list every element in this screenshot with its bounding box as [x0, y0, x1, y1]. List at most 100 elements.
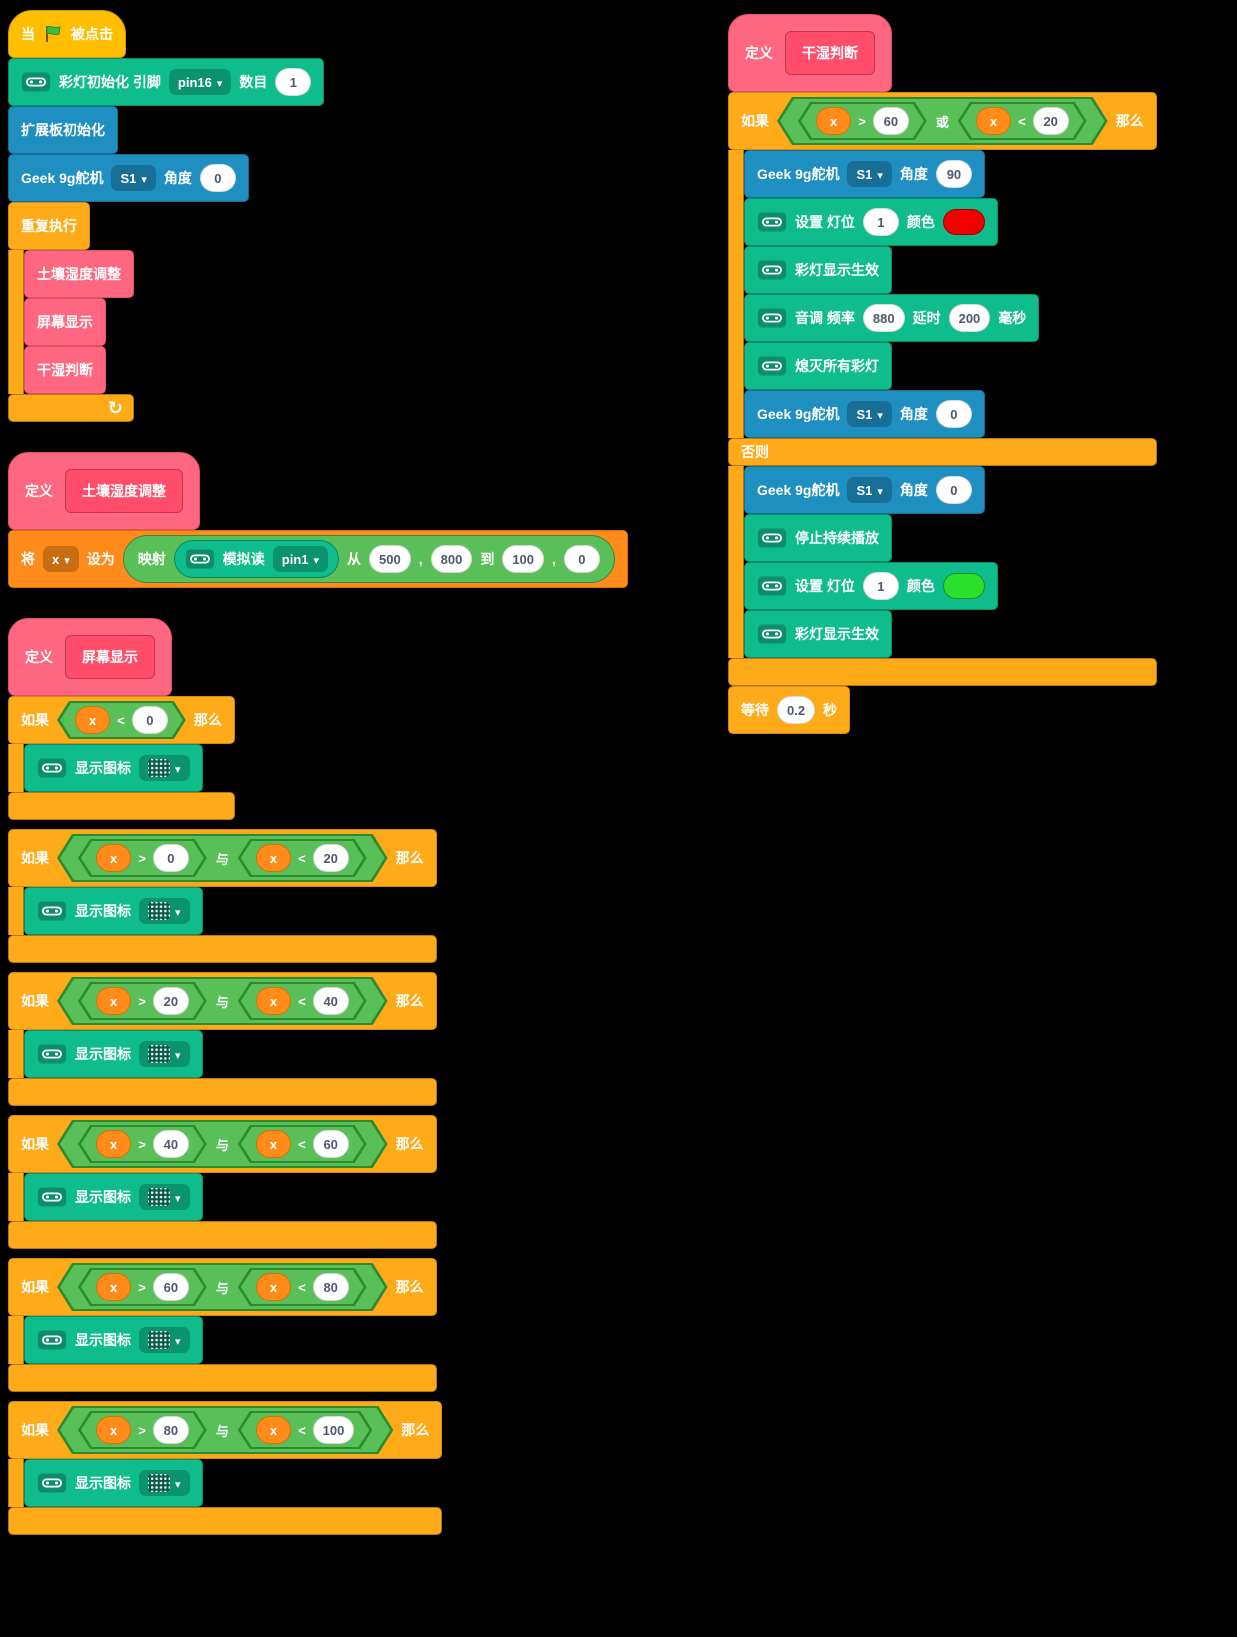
set-led-color-block[interactable]: 设置 灯位 1 颜色 [744, 198, 998, 246]
icon-dropdown[interactable] [139, 1041, 190, 1067]
greater-than-block[interactable]: x > 60 [798, 102, 927, 140]
custom-block-prototype[interactable]: 屏幕显示 [65, 635, 155, 679]
number-input[interactable]: 20 [1033, 107, 1069, 135]
led-show-block[interactable]: 彩灯显示生效 [744, 246, 892, 294]
icon-dropdown[interactable] [139, 755, 190, 781]
from-low-input[interactable]: 500 [369, 545, 411, 573]
tone-block[interactable]: 音调 频率 880 延时 200 毫秒 [744, 294, 1040, 342]
greater-than-block[interactable]: x > 60 [78, 1268, 207, 1306]
if-block[interactable]: 如果 x > 80 与 x < 100 那么 [8, 1401, 443, 1535]
angle-input[interactable]: 90 [935, 160, 972, 188]
number-input[interactable]: 0 [132, 706, 168, 734]
less-than-block[interactable]: x < 60 [238, 1125, 367, 1163]
display-icon-block[interactable]: 显示图标 [24, 887, 203, 935]
display-icon-block[interactable]: 显示图标 [24, 1030, 203, 1078]
custom-block-prototype[interactable]: 干湿判断 [785, 31, 875, 75]
call-wet-dry-judge-block[interactable]: 干湿判断 [24, 346, 106, 394]
number-input[interactable]: 60 [313, 1130, 349, 1158]
less-than-block[interactable]: x < 0 [57, 701, 186, 739]
if-header[interactable]: 如果 x > 60 或 x < 20 那么 [728, 92, 1157, 150]
c-foot[interactable] [8, 1221, 437, 1249]
servo-port-dropdown[interactable]: S1 [847, 401, 892, 427]
variable-x[interactable]: x [976, 107, 1011, 135]
variable-x[interactable]: x [96, 1416, 131, 1444]
c-foot[interactable] [8, 792, 235, 820]
delay-input[interactable]: 200 [948, 304, 991, 332]
led-index-input[interactable]: 1 [862, 208, 899, 236]
or-operator-block[interactable]: x > 60 或 x < 20 [777, 97, 1108, 145]
if-block[interactable]: 如果 x > 0 与 x < 20 那么 [8, 829, 437, 963]
variable-x[interactable]: x [256, 1273, 291, 1301]
rgb-init-block[interactable]: 彩灯初始化 引脚 pin16 数目 1 [8, 58, 325, 106]
frequency-input[interactable]: 880 [862, 304, 905, 332]
led-index-input[interactable]: 1 [862, 572, 899, 600]
pin-dropdown[interactable]: pin1 [272, 546, 329, 572]
from-high-input[interactable]: 800 [430, 545, 473, 573]
and-operator-block[interactable]: x > 60 与 x < 80 [57, 1263, 388, 1311]
display-icon-block[interactable]: 显示图标 [24, 1459, 203, 1507]
pin-dropdown[interactable]: pin16 [168, 69, 232, 95]
less-than-block[interactable]: x < 20 [238, 839, 367, 877]
to-low-input[interactable]: 100 [502, 545, 545, 573]
if-header[interactable]: 如果 x > 80 与 x < 100 那么 [8, 1401, 443, 1459]
if-else-block[interactable]: 如果 x > 60 或 x < 20 那么 [728, 92, 1157, 686]
wait-block[interactable]: 等待 0.2 秒 [728, 686, 851, 734]
servo-angle-block[interactable]: Geek 9g舵机 S1 角度 90 [744, 150, 985, 198]
c-foot[interactable] [8, 1507, 443, 1535]
number-input[interactable]: 60 [873, 107, 909, 135]
less-than-block[interactable]: x < 40 [238, 982, 367, 1020]
stop-play-block[interactable]: 停止持续播放 [744, 514, 892, 562]
set-led-color-block[interactable]: 设置 灯位 1 颜色 [744, 562, 998, 610]
display-icon-block[interactable]: 显示图标 [24, 1316, 203, 1364]
greater-than-block[interactable]: x > 80 [78, 1411, 207, 1449]
define-hat-display[interactable]: 定义 屏幕显示 [8, 618, 172, 696]
custom-block-prototype[interactable]: 土壤湿度调整 [65, 469, 183, 513]
greater-than-block[interactable]: x > 40 [78, 1125, 207, 1163]
if-header[interactable]: 如果 x > 40 与 x < 60 那么 [8, 1115, 437, 1173]
less-than-block[interactable]: x < 100 [238, 1411, 373, 1449]
number-input[interactable]: 20 [153, 987, 189, 1015]
number-input[interactable]: 100 [313, 1416, 355, 1444]
color-swatch-red[interactable] [942, 209, 985, 235]
less-than-block[interactable]: x < 20 [958, 102, 1087, 140]
led-off-block[interactable]: 熄灭所有彩灯 [744, 342, 892, 390]
forever-block[interactable]: 重复执行 土壤湿度调整 屏幕显示 干湿判断 [8, 202, 134, 422]
call-soil-adjust-block[interactable]: 土壤湿度调整 [24, 250, 134, 298]
variable-x[interactable]: x [256, 1416, 291, 1444]
c-foot[interactable] [8, 1078, 437, 1106]
less-than-block[interactable]: x < 80 [238, 1268, 367, 1306]
variable-x[interactable]: x [816, 107, 851, 135]
variable-x[interactable]: x [75, 706, 110, 734]
if-header[interactable]: 如果 x > 60 与 x < 80 那么 [8, 1258, 437, 1316]
led-show-block[interactable]: 彩灯显示生效 [744, 610, 892, 658]
icon-dropdown[interactable] [139, 1470, 190, 1496]
define-hat-judge[interactable]: 定义 干湿判断 [728, 14, 892, 92]
analog-read-block[interactable]: 模拟读 pin1 [173, 540, 340, 578]
and-operator-block[interactable]: x > 0 与 x < 20 [57, 834, 388, 882]
variable-x[interactable]: x [256, 844, 291, 872]
greater-than-block[interactable]: x > 20 [78, 982, 207, 1020]
if-block[interactable]: 如果 x > 40 与 x < 60 那么 [8, 1115, 437, 1249]
servo-port-dropdown[interactable]: S1 [111, 165, 156, 191]
if-block[interactable]: 如果 x > 60 与 x < 80 那么 [8, 1258, 437, 1392]
if-header[interactable]: 如果 x < 0 那么 [8, 696, 235, 744]
color-swatch-green[interactable] [942, 573, 985, 599]
set-variable-block[interactable]: 将 x 设为 映射 模拟读 pin1 从 500 , 800 到 100 , 0 [8, 530, 628, 588]
servo-port-dropdown[interactable]: S1 [847, 477, 892, 503]
variable-x[interactable]: x [256, 1130, 291, 1158]
forever-foot[interactable] [8, 394, 134, 422]
if-block[interactable]: 如果 x < 0 那么 显示图标 [8, 696, 235, 820]
servo-port-dropdown[interactable]: S1 [847, 161, 892, 187]
variable-x[interactable]: x [96, 1273, 131, 1301]
define-hat-soil[interactable]: 定义 土壤湿度调整 [8, 452, 200, 530]
when-flag-clicked-block[interactable]: 当 被点击 [8, 10, 126, 58]
and-operator-block[interactable]: x > 20 与 x < 40 [57, 977, 388, 1025]
call-screen-display-block[interactable]: 屏幕显示 [24, 298, 106, 346]
angle-input[interactable]: 0 [935, 476, 972, 504]
c-foot[interactable] [728, 658, 1157, 686]
if-header[interactable]: 如果 x > 20 与 x < 40 那么 [8, 972, 437, 1030]
board-init-block[interactable]: 扩展板初始化 [8, 106, 118, 154]
number-input[interactable]: 80 [153, 1416, 189, 1444]
if-header[interactable]: 如果 x > 0 与 x < 20 那么 [8, 829, 437, 887]
icon-dropdown[interactable] [139, 1327, 190, 1353]
